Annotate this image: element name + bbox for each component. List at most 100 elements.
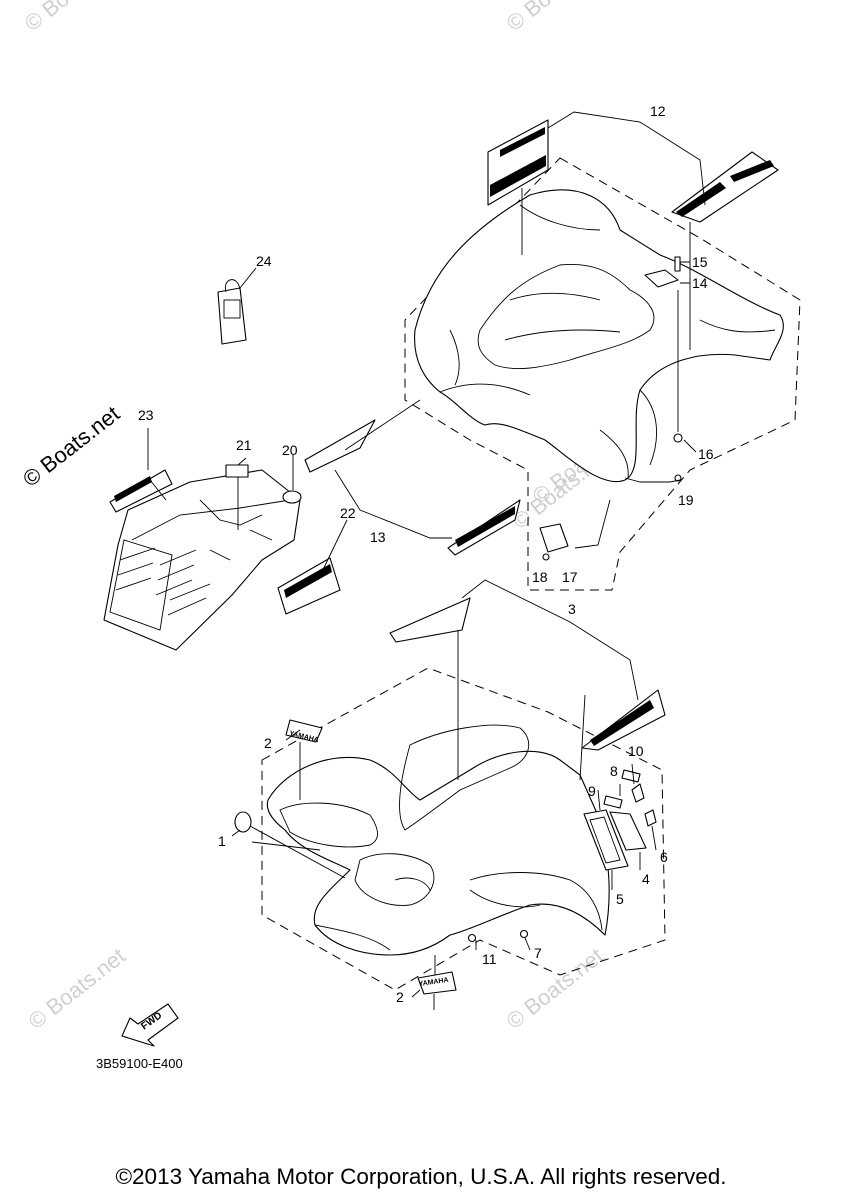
- copyright-notice: ©2013 Yamaha Motor Corporation, U.S.A. A…: [115, 1164, 727, 1189]
- exploded-parts-diagram: © Boats.net © Boats.net © Boats.net © Bo…: [20, 0, 801, 1047]
- part-5-reflector-inner: [589, 816, 621, 864]
- part-12-side-graphics: [487, 111, 779, 350]
- part-10-screw: [631, 783, 645, 803]
- part-2-decal-lower: [417, 971, 457, 995]
- leader-13: [334, 399, 452, 539]
- fwd-arrow-shape: [121, 1003, 179, 1047]
- watermark-faint: © Boats.net: [20, 0, 126, 36]
- part-13-lower-graphics: [304, 399, 521, 556]
- graphic-left-stripes: [490, 127, 546, 197]
- rear-fender: [414, 189, 784, 483]
- callout-17: 17: [562, 569, 578, 585]
- part-1-cap: [234, 811, 252, 833]
- watermark-faint: © Boats.net: [24, 943, 130, 1034]
- callout-14: 14: [692, 275, 708, 291]
- callout-7: 7: [534, 945, 542, 961]
- front-fender-right-contours: [469, 872, 603, 931]
- part-4-bracket: [609, 811, 647, 851]
- leaders-14-19: [574, 261, 697, 549]
- front-fender-handlebar-recess: [399, 724, 530, 831]
- part-24-tag: [217, 287, 247, 345]
- rear-box-group: [103, 267, 348, 651]
- part-3-graphic-left: [389, 597, 471, 643]
- leader-22: [317, 519, 348, 581]
- rear-fender-contours: [439, 204, 776, 466]
- part-5-reflector: [583, 809, 629, 871]
- callout-22: 22: [340, 505, 356, 521]
- graphic-13-right-stripe: [455, 506, 515, 547]
- callout-2-upper: 2: [264, 735, 272, 751]
- part-16-nut: [673, 433, 683, 443]
- callout-5: 5: [616, 891, 624, 907]
- part-24-tag-string: [224, 279, 241, 293]
- leaders-4-11: [475, 763, 657, 951]
- leader-3: [457, 579, 639, 781]
- rear-fender-seat-recess: [477, 263, 655, 370]
- part-22-decal: [277, 557, 341, 615]
- callout-15: 15: [692, 254, 708, 270]
- part-24-tag-window: [223, 299, 241, 319]
- fwd-arrow: FWD: [121, 1003, 179, 1047]
- part-17-reflector: [539, 523, 569, 553]
- callout-12: 12: [650, 103, 666, 119]
- callout-18: 18: [532, 569, 548, 585]
- leader-23: [147, 428, 167, 501]
- leader-24: [239, 267, 257, 289]
- part-7-nut: [519, 929, 529, 939]
- rear-box-details: [199, 499, 273, 561]
- front-fender: [266, 750, 610, 956]
- part-14-plate: [644, 269, 679, 288]
- callout-1: 1: [218, 833, 226, 849]
- part-20-grommet: [282, 490, 302, 504]
- front-fender-group: YAMAHA YAMAHA: [231, 579, 666, 1010]
- decal-brand-text: YAMAHA: [418, 977, 449, 988]
- part-19-nut: [674, 474, 682, 482]
- part-23-stripe: [114, 476, 152, 502]
- callout-13: 13: [370, 529, 386, 545]
- rear-box-ribs: [115, 547, 211, 616]
- part-21-label: [225, 464, 249, 478]
- part-22-stripe: [284, 564, 332, 598]
- rear-fender-boundary: [404, 157, 801, 591]
- leader-2-upper: [285, 729, 301, 800]
- leader-2-lower: [411, 955, 436, 1010]
- graphic-13-left: [304, 419, 376, 473]
- leader-21: [237, 457, 247, 530]
- callout-21: 21: [236, 437, 252, 453]
- front-fender-headlight-area: [354, 853, 435, 906]
- callout-19: 19: [678, 492, 694, 508]
- part-9-gasket: [603, 795, 623, 809]
- rear-fender-group: [404, 157, 801, 591]
- part-2-decal-upper: [285, 719, 323, 743]
- callout-numbers: 1 2 2 3 4 5 6 7 8 9 10 11 12 13 14 15 16…: [138, 103, 714, 1005]
- part-3-graphic-right-stripe: [590, 700, 654, 746]
- leader-1: [231, 825, 346, 879]
- rear-box-faces: [109, 499, 291, 631]
- graphic-right-stripes: [676, 160, 774, 217]
- callout-10: 10: [628, 743, 644, 759]
- diagram-code: 3B59100-E400: [96, 1056, 183, 1071]
- part-15-screw: [674, 256, 681, 272]
- callout-23: 23: [138, 407, 154, 423]
- callout-2-lower: 2: [396, 989, 404, 1005]
- rear-fasteners: [539, 256, 697, 561]
- callout-3: 3: [568, 601, 576, 617]
- callout-8: 8: [610, 763, 618, 779]
- part-8-plate: [621, 769, 641, 783]
- leader-12: [521, 111, 706, 350]
- rear-fender-edges: [449, 329, 629, 479]
- front-fender-left-well: [279, 802, 378, 848]
- callout-4: 4: [642, 871, 650, 887]
- front-fender-lower-edge: [314, 924, 391, 951]
- callout-6: 6: [660, 849, 668, 865]
- watermark-faint: © Boats.net: [502, 0, 608, 36]
- part-6-screw: [644, 809, 657, 827]
- part-11-nut: [467, 933, 477, 943]
- callout-20: 20: [282, 442, 298, 458]
- callout-24: 24: [256, 253, 272, 269]
- callout-16: 16: [698, 446, 714, 462]
- callout-11: 11: [482, 951, 497, 967]
- callout-9: 9: [588, 783, 596, 799]
- part-18-bolt: [542, 553, 550, 561]
